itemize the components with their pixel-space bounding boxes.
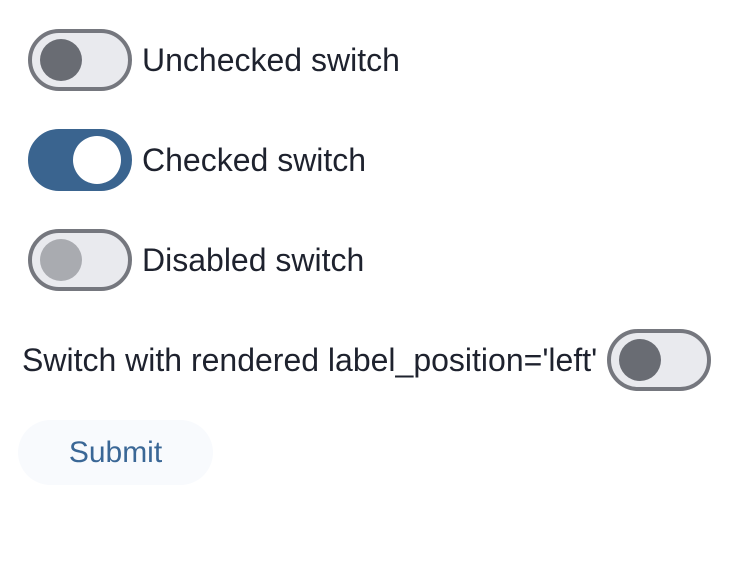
toggle-knob [73,136,121,184]
toggle-knob [619,339,662,381]
switch-label[interactable]: Unchecked switch [142,41,400,78]
toggle-knob [40,39,82,81]
switch-row-checked: Checked switch [28,129,730,191]
toggle-knob [40,239,82,281]
toggle-switch-label-left[interactable] [607,329,712,391]
switch-label[interactable]: Switch with rendered label_position='lef… [22,341,598,378]
switch-row-unchecked: Unchecked switch [28,29,730,91]
toggle-switch-checked[interactable] [28,129,132,191]
switch-row-label-left: Switch with rendered label_position='lef… [22,329,730,391]
submit-button[interactable]: Submit [18,420,213,485]
switch-label: Disabled switch [142,241,365,278]
toggle-switch-disabled [28,229,132,291]
switch-row-disabled: Disabled switch [28,229,730,291]
switch-label[interactable]: Checked switch [142,141,367,178]
toggle-switch-unchecked[interactable] [28,29,132,91]
